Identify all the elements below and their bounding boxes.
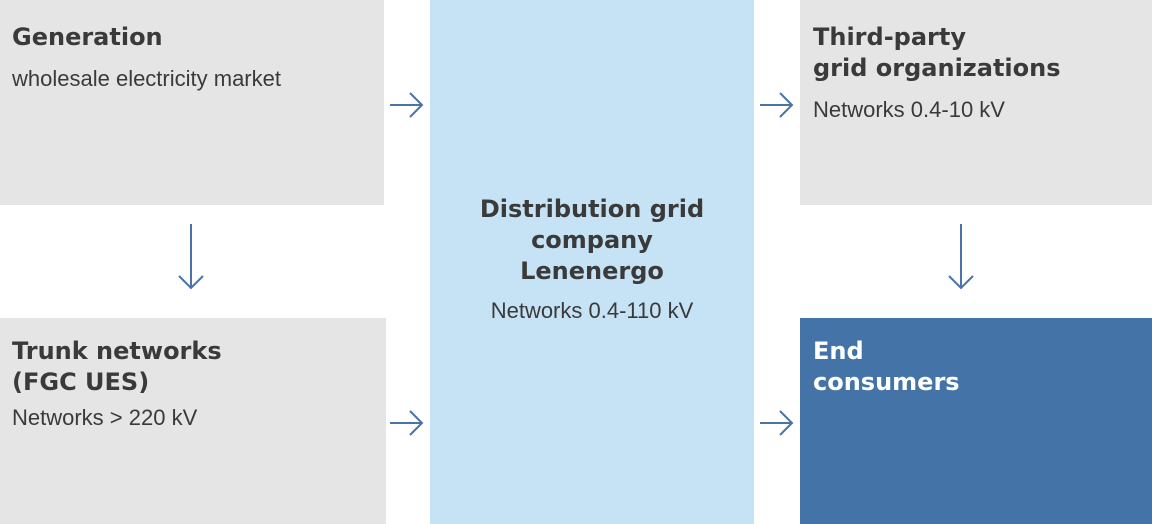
distribution-grid-title-line1: Distribution grid bbox=[479, 195, 705, 223]
distribution-grid-subtitle: Networks 0.4-110 kV bbox=[490, 298, 694, 323]
arrow-right-icon bbox=[390, 92, 424, 118]
generation-subtitle: wholesale electricity market bbox=[12, 66, 281, 91]
arrow-down-icon bbox=[178, 224, 204, 290]
trunk-networks-subtitle: Networks > 220 kV bbox=[12, 405, 198, 430]
trunk-networks-node: Trunk networks (FGC UES) Networks > 220 … bbox=[0, 318, 386, 524]
third-party-grid-title: Third-party grid organizations bbox=[813, 22, 1061, 84]
end-consumers-title-line1: End bbox=[813, 337, 864, 365]
trunk-networks-title-line2: (FGC UES) bbox=[12, 368, 150, 396]
trunk-networks-title-line1: Trunk networks bbox=[12, 337, 222, 365]
generation-node: Generation wholesale electricity market bbox=[0, 0, 384, 205]
end-consumers-node: End consumers bbox=[800, 318, 1152, 524]
generation-title: Generation bbox=[12, 23, 163, 51]
end-consumers-title-line2: consumers bbox=[813, 368, 960, 396]
distribution-grid-node: Distribution grid company Lenenergo Netw… bbox=[430, 0, 754, 524]
trunk-networks-title: Trunk networks (FGC UES) bbox=[12, 336, 222, 398]
arrow-right-icon bbox=[390, 410, 424, 436]
arrow-down-icon bbox=[948, 224, 974, 290]
third-party-grid-node: Third-party grid organizations Networks … bbox=[800, 0, 1152, 205]
third-party-grid-title-line1: Third-party bbox=[813, 23, 966, 51]
distribution-grid-title-line2: company bbox=[531, 226, 653, 254]
end-consumers-title: End consumers bbox=[813, 336, 960, 398]
distribution-grid-title: Distribution grid company Lenenergo bbox=[430, 194, 754, 287]
third-party-grid-title-line2: grid organizations bbox=[813, 54, 1061, 82]
distribution-grid-title-line3: Lenenergo bbox=[520, 257, 664, 285]
arrow-right-icon bbox=[760, 410, 794, 436]
arrow-right-icon bbox=[760, 92, 794, 118]
third-party-grid-subtitle: Networks 0.4-10 kV bbox=[813, 97, 1005, 122]
